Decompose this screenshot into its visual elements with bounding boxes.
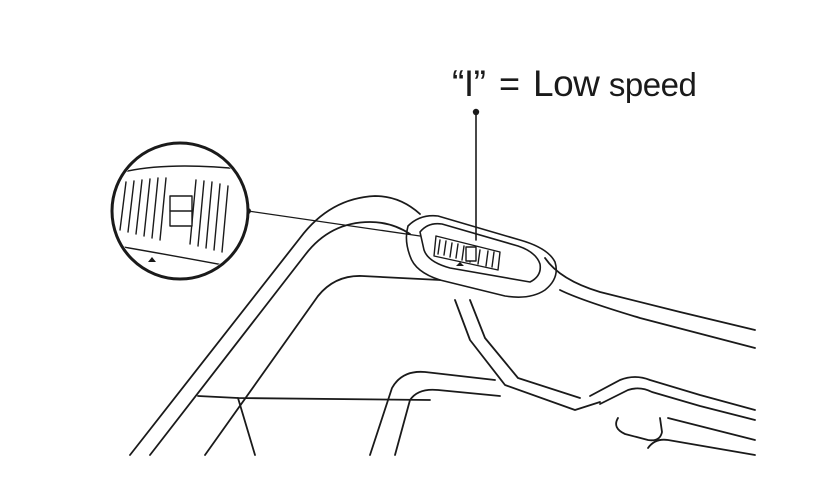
callout-speed: speed	[608, 66, 697, 103]
zoom-circle-inset	[110, 141, 250, 281]
callout-low: Low	[533, 63, 600, 104]
speed-switch[interactable]	[433, 235, 501, 271]
callout-symbol: “I”	[452, 63, 486, 104]
switch-housing	[405, 214, 558, 298]
callout-equals: =	[498, 63, 520, 104]
tool-body	[129, 195, 756, 456]
callout-label: “I” = Low speed	[452, 62, 697, 107]
callout-leader-line	[472, 108, 480, 241]
